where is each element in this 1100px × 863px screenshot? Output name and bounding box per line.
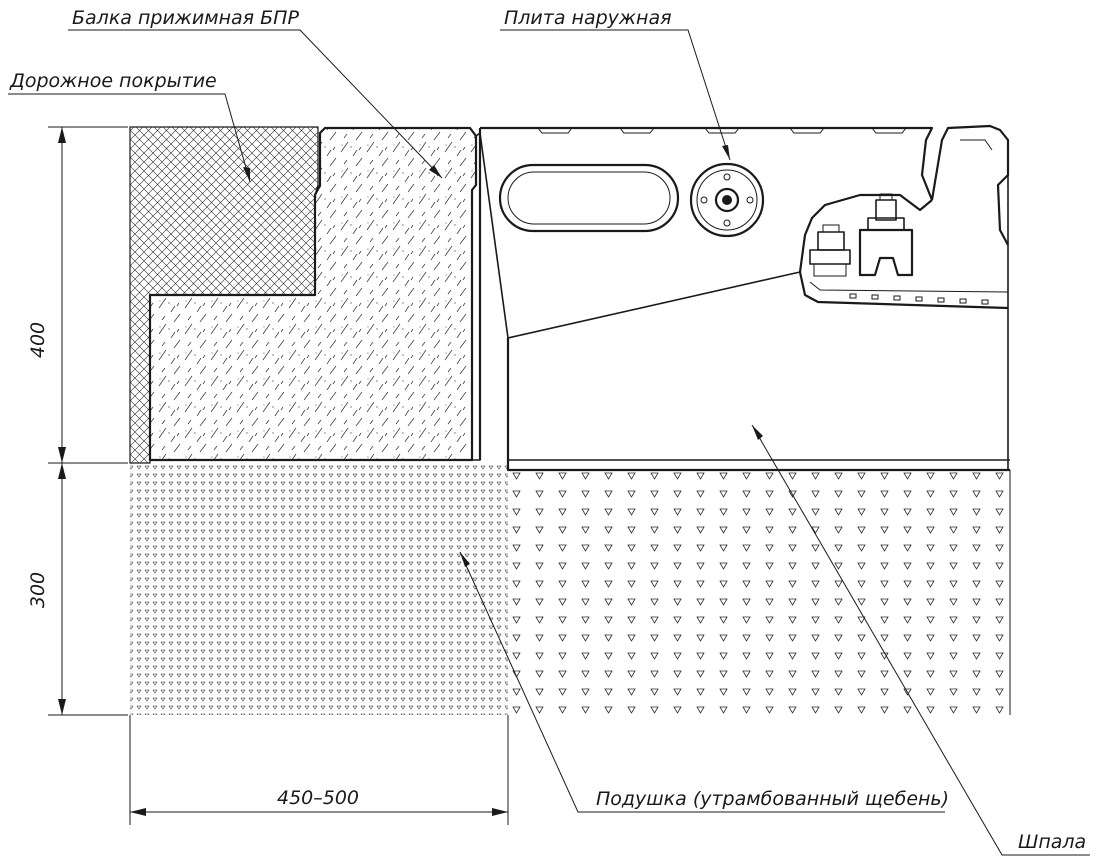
cushion-right	[508, 470, 1010, 715]
plate-bolt	[689, 162, 765, 238]
dimension-300: 300	[27, 572, 49, 608]
leader-lines	[8, 29, 1090, 856]
sleeper	[506, 140, 1011, 715]
cushion-left	[130, 463, 508, 715]
rail-assembly	[798, 124, 1010, 310]
base-plate-holes	[849, 293, 989, 305]
dimension-400: 400	[27, 322, 49, 358]
label-cushion: Подушка (утрамбованный щебень)	[596, 788, 949, 810]
rail-bolt-left	[809, 224, 851, 277]
outer-plate	[478, 126, 934, 460]
label-outer-plate: Плита наружная	[504, 7, 672, 29]
label-road-surface: Дорожное покрытие	[9, 70, 217, 92]
rail-bolt-right	[858, 193, 914, 277]
dimension-lines	[48, 126, 509, 825]
label-sleeper: Шпала	[1018, 831, 1086, 853]
label-clamping-beam: Балка прижимная БПР	[72, 7, 299, 29]
dimension-width: 450–500	[277, 787, 359, 809]
